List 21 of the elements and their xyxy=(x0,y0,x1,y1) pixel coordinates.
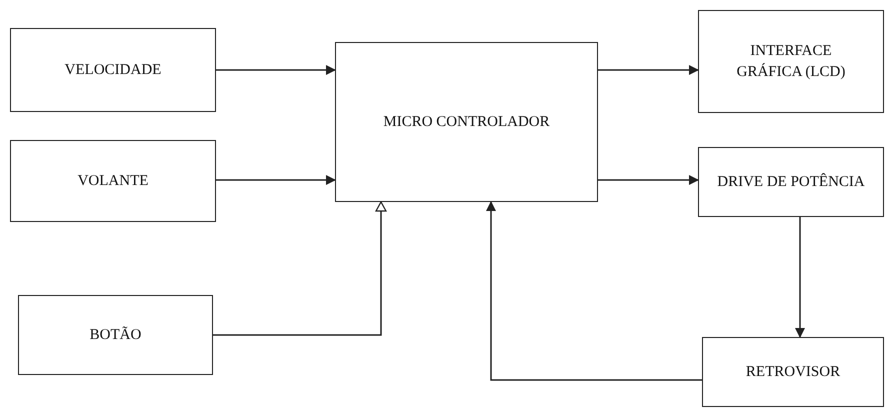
arrow xyxy=(598,65,699,75)
box-label: INTERFACE GRÁFICA (LCD) xyxy=(736,42,846,82)
arrow xyxy=(216,65,336,75)
box-label: VELOCIDADE xyxy=(64,60,162,80)
box-label: MICRO CONTROLADOR xyxy=(383,112,550,132)
process-box xyxy=(702,337,884,407)
process-box xyxy=(10,28,216,112)
box-label: VOLANTE xyxy=(78,172,148,191)
arrow xyxy=(486,201,702,381)
arrow xyxy=(795,217,805,338)
arrow xyxy=(598,175,699,185)
process-box xyxy=(18,295,213,375)
box-label: BOTÃO xyxy=(90,326,142,345)
arrow xyxy=(213,201,387,336)
box-label: RETROVISOR xyxy=(746,362,840,382)
box-label: DRIVE DE POTÊNCIA xyxy=(717,172,865,192)
process-box xyxy=(698,147,884,217)
process-box xyxy=(335,42,598,202)
process-box xyxy=(698,10,884,113)
arrow xyxy=(216,175,336,185)
process-box xyxy=(10,140,216,222)
